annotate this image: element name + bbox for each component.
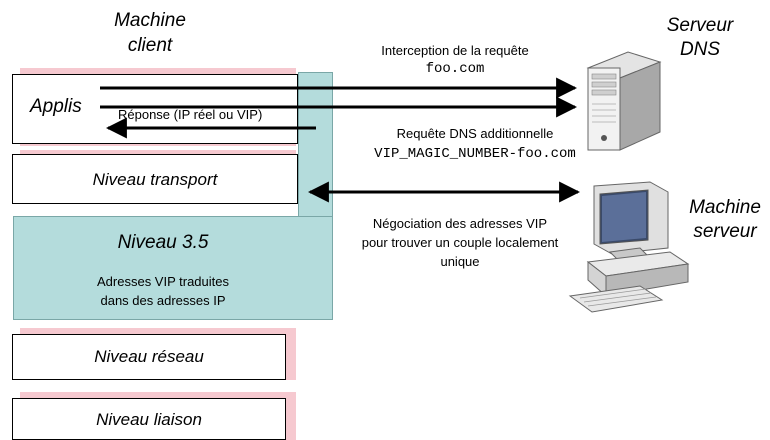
level35-description: Adresses VIP traduites dans des adresses… — [13, 272, 313, 310]
transport-label: Niveau transport — [92, 170, 218, 189]
level35-desc-line1: Adresses VIP traduites — [97, 274, 229, 289]
client-title-line1: Machine — [114, 10, 186, 31]
interception-domain: foo.com — [425, 61, 485, 77]
negotiation-line3: unique — [440, 254, 480, 269]
level35-box — [13, 216, 333, 320]
level35-desc-line2: dans des adresses IP — [100, 293, 226, 308]
reseau-box — [12, 334, 286, 380]
server-title-line2: serveur — [693, 221, 757, 242]
interception-label: Interception de la requête foo.com — [340, 42, 570, 78]
interception-text: Interception de la requête — [381, 43, 529, 58]
applis-label: Applis — [30, 96, 82, 117]
client-title-line2: client — [127, 35, 173, 56]
transport-box — [12, 154, 298, 204]
client-machine-title: Machine client — [90, 8, 210, 58]
dns-title-line1: Serveur — [666, 15, 734, 36]
server-machine-title: Machine serveur — [680, 196, 770, 244]
dns-server-title: Serveur DNS — [650, 14, 750, 62]
negotiation-line1: Négociation des adresses VIP — [372, 216, 548, 231]
dns-query-label: Requête DNS additionnelle VIP_MAGIC_NUMB… — [325, 124, 625, 164]
liaison-label: Niveau liaison — [96, 410, 202, 429]
dns-query-domain: VIP_MAGIC_NUMBER-foo.com — [374, 146, 576, 162]
dns-title-line2: DNS — [679, 39, 721, 60]
server-title-line1: Machine — [689, 197, 761, 218]
response-label: Réponse (IP réel ou VIP) — [118, 107, 263, 122]
negotiation-label: Négociation des adresses VIP pour trouve… — [340, 214, 580, 271]
dns-query-text: Requête DNS additionnelle — [396, 126, 554, 141]
reseau-label: Niveau réseau — [94, 347, 204, 366]
level35-title: Niveau 3.5 — [117, 232, 209, 253]
applis-box — [12, 74, 298, 144]
negotiation-line2: pour trouver un couple localement — [361, 235, 559, 250]
